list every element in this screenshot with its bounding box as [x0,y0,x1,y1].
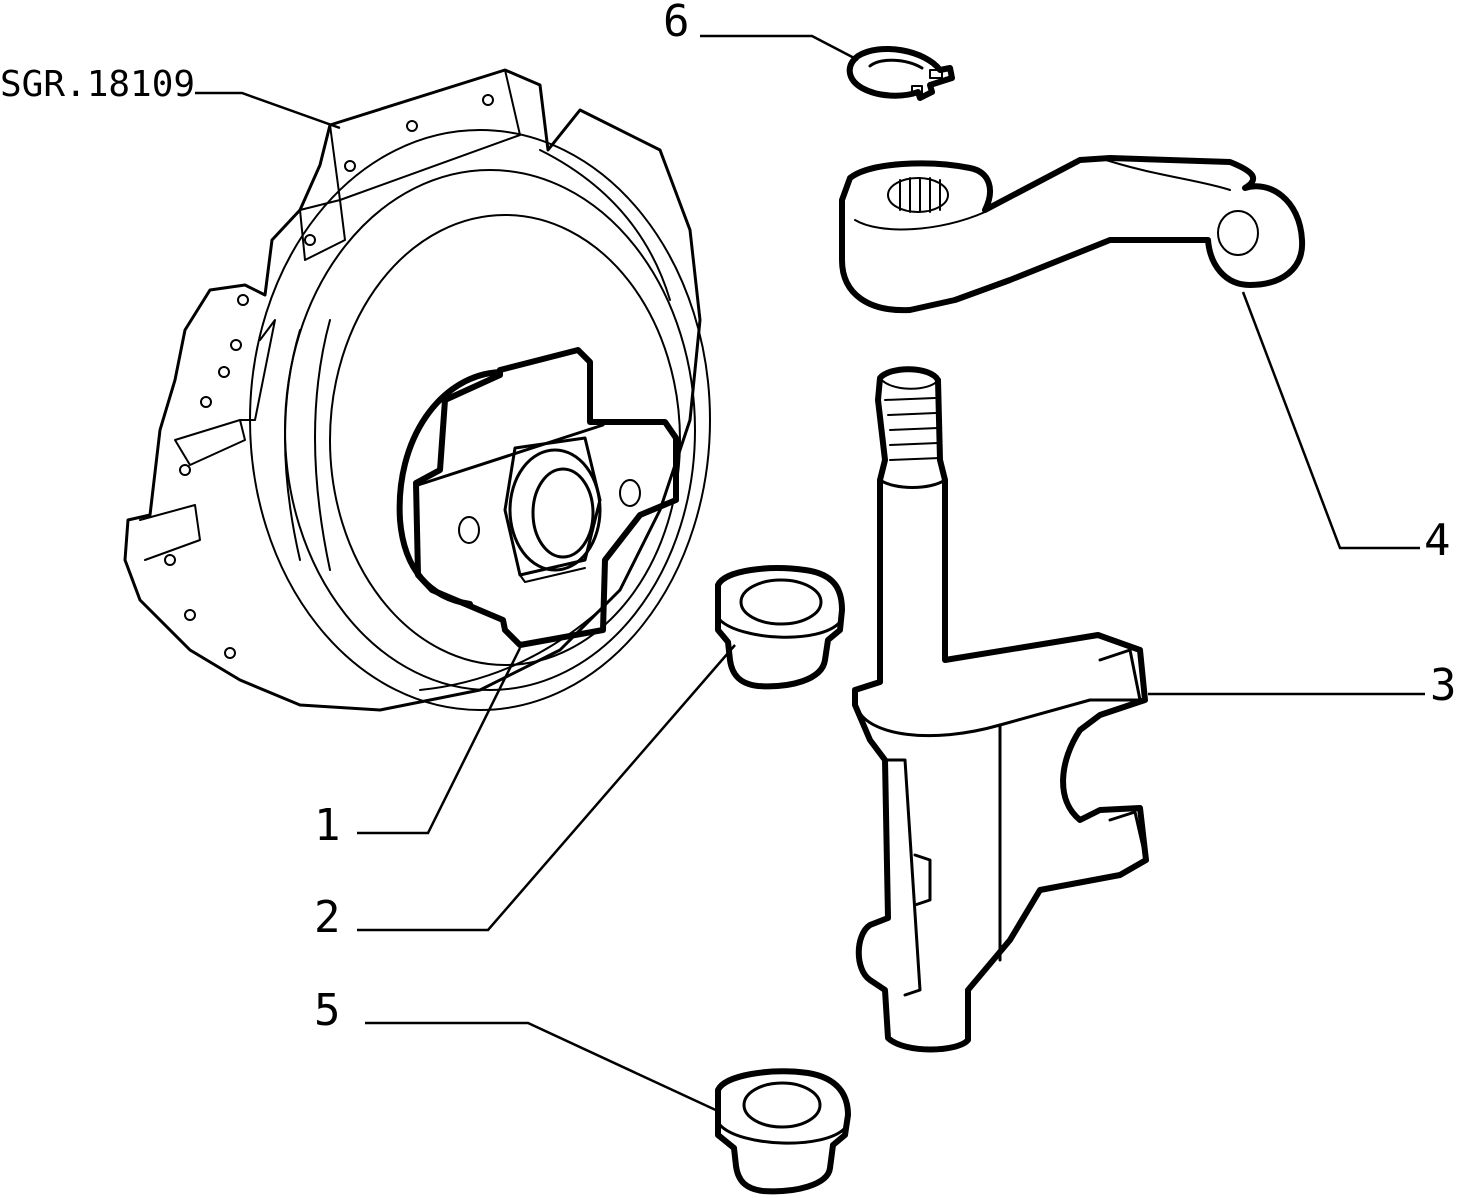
leader-line-6 [700,34,859,62]
callout-1: 1 [314,800,341,851]
leader-line-4 [1241,291,1420,550]
part-1-release-bearing [396,347,679,648]
leader-line-2 [357,644,736,932]
callout-6: 6 [663,0,690,47]
part-5-bushing [715,1068,851,1195]
leader-line-5 [365,1021,721,1114]
clutch-pressure-plate [123,68,711,712]
callout-3: 3 [1430,660,1457,711]
callout-4: 4 [1424,515,1451,566]
leader-line-ref [195,91,341,130]
leader-lines [195,34,1425,1114]
part-4-lever [839,155,1306,314]
leader-line-1 [357,647,522,835]
reference-code: SGR.18109 [0,64,195,105]
part-3-fork-shaft [852,366,1149,1053]
part-6-circlip [846,46,955,101]
callout-2: 2 [314,892,341,943]
callout-5: 5 [314,985,341,1036]
part-2-bushing [715,565,845,690]
